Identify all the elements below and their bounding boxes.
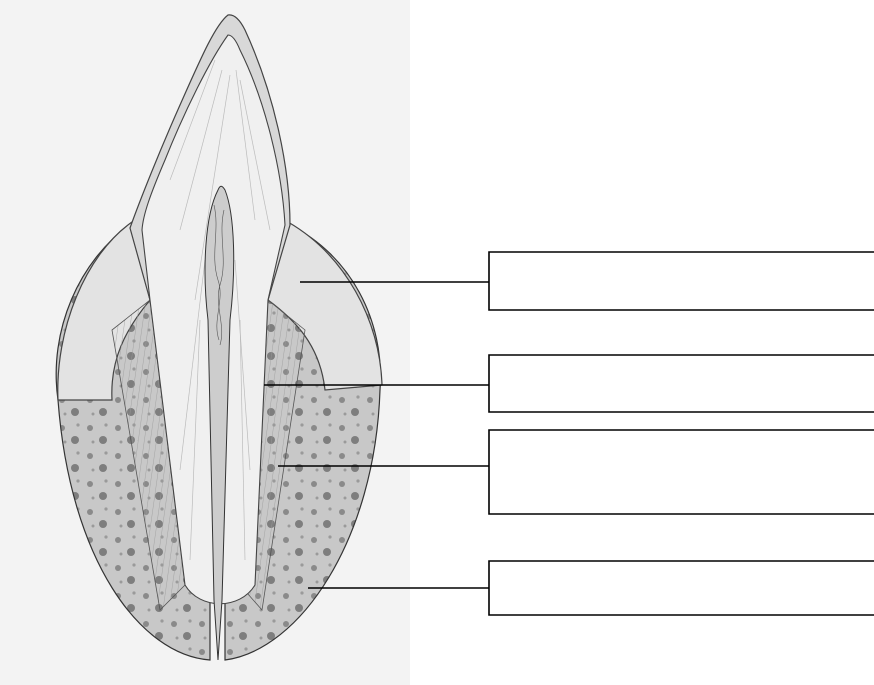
label-box-3[interactable] bbox=[489, 430, 874, 514]
label-box-2[interactable] bbox=[489, 355, 874, 412]
label-box-1[interactable] bbox=[489, 252, 874, 310]
label-box-4[interactable] bbox=[489, 561, 874, 615]
